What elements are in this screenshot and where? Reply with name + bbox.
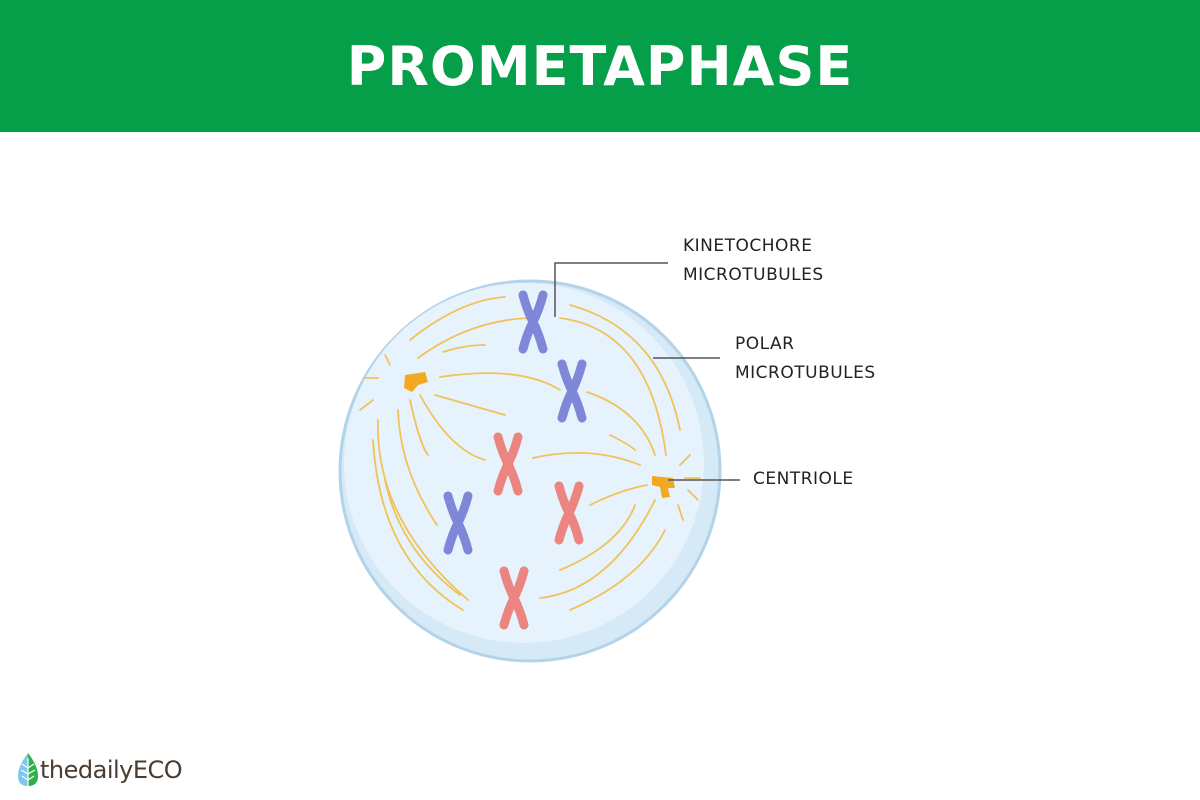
cell [338,279,722,663]
page-title: PROMETAPHASE [346,34,854,98]
label-line: MICROTUBULES [735,363,876,383]
chromosome-blue [518,290,548,354]
centriole-label: CENTRIOLE [753,465,854,494]
centriole-right [652,476,675,498]
chromosome-red [493,432,523,496]
label-line: MICROTUBULES [683,265,824,285]
chromosome-blue [443,491,473,555]
centriole-left [404,372,428,392]
chromosome-red [499,566,529,630]
thedailyeco-logo: thedailyECO [16,752,183,788]
chromosomes [443,290,587,630]
chromosome-blue [557,359,587,423]
kinetochore-microtubules-label: KINETOCHORE MICROTUBULES [683,232,824,290]
label-line: POLAR [735,334,795,354]
microtubules [359,296,701,611]
kinetochore-leader [554,262,668,317]
label-line: CENTRIOLE [753,469,854,489]
logo-text: thedailyECO [40,756,183,784]
label-line: KINETOCHORE [683,236,813,256]
leaf-drop-icon [18,753,38,786]
leader-lines [554,262,740,481]
polar-microtubules-label: POLAR MICROTUBULES [735,330,876,388]
chromosome-red [554,481,584,545]
title-banner: PROMETAPHASE [0,0,1200,132]
